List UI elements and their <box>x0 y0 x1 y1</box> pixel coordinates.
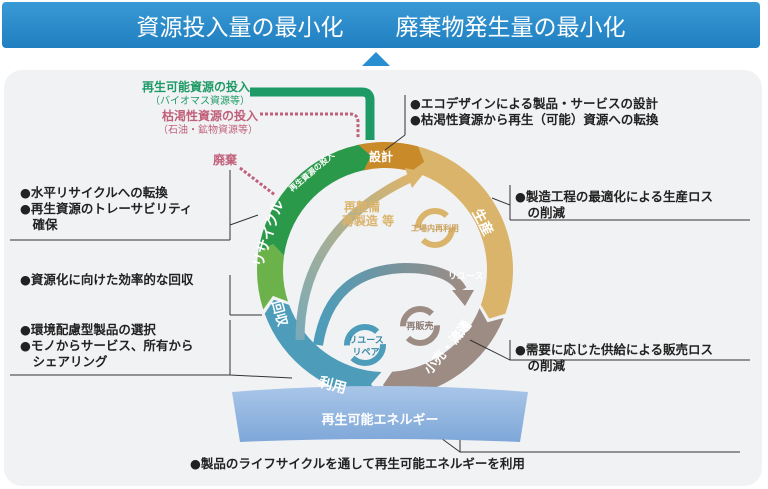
ring-segment-design <box>358 142 425 172</box>
waste-label: 廃棄 <box>213 152 238 167</box>
note-energy: ●製品のライフサイクルを通して再生可能エネルギーを利用 <box>190 456 525 471</box>
note-collection: ●資源化に向けた効率的な回収 <box>20 272 194 287</box>
ring-segment-collection <box>257 244 288 310</box>
note-recycle: ●水平リサイクルへの転換●再生資源のトレーサビリティ 確保 <box>20 185 193 232</box>
resale-label: 再販売 <box>406 320 433 332</box>
factory-reuse-label: 工場内再利用 <box>411 223 459 233</box>
refurbish-label-2: 再製造 等 <box>342 213 394 228</box>
reuse-arrow <box>313 262 467 346</box>
refurbish-arrowhead <box>405 168 425 188</box>
banner: 資源投入量の最小化 廃棄物発生量の最小化 <box>2 2 760 48</box>
banner-left: 資源投入量の最小化 <box>136 15 344 41</box>
ring-segment-production <box>411 146 513 319</box>
ring-segment-retail <box>382 308 504 398</box>
exhaustible-input-line <box>260 112 360 138</box>
ring-segment-recycle <box>258 143 379 256</box>
refurbish-label-1: 再整備 <box>344 199 380 214</box>
exhaustible-input-sub: （石油・鉱物資源等） <box>158 123 258 136</box>
resale-loop-icon <box>400 306 440 346</box>
note-use: ●環境配慮型製品の選択●モノからサービス、所有から シェアリング <box>20 322 194 369</box>
annotation-lines <box>10 95 750 453</box>
use-label: 利用 <box>317 373 348 397</box>
refurbish-arrow <box>295 173 412 341</box>
energy-band <box>232 386 528 442</box>
note-design: ●エコデザインによる製品・サービスの設計●枯渇性資源から再生（可能）資源への転換 <box>410 96 659 127</box>
banner-right: 廃棄物発生量の最小化 <box>395 15 626 41</box>
reuse-label: リユース <box>448 271 484 282</box>
design-label: 設計 <box>369 149 393 164</box>
renewable-input-arrow <box>250 87 375 140</box>
renewable-input-label: 再生可能資源の投入 <box>142 79 250 94</box>
factory-reuse-loop-icon <box>415 208 455 248</box>
energy-label: 再生可能エネルギー <box>321 412 438 428</box>
renewable-input-sub: （バイオマス資源等） <box>150 94 250 107</box>
reuse-repair-label-2: リペア <box>352 347 379 358</box>
waste-line <box>239 166 276 197</box>
reuse-arrowhead <box>452 290 474 306</box>
note-production: ●製造工程の最適化による生産ロス の削減 <box>515 189 714 220</box>
note-retail: ●需要に応じた供給による販売ロス の削減 <box>515 342 714 373</box>
up-arrow-icon <box>362 52 390 66</box>
ring-segment-use <box>264 299 382 398</box>
reuse-repair-label-1: リユース <box>348 335 384 346</box>
exhaustible-input-label: 枯渇性資源の投入 <box>162 108 258 123</box>
collection-label: 回収 <box>268 299 289 329</box>
reuse-repair-loop-icon <box>344 324 386 366</box>
